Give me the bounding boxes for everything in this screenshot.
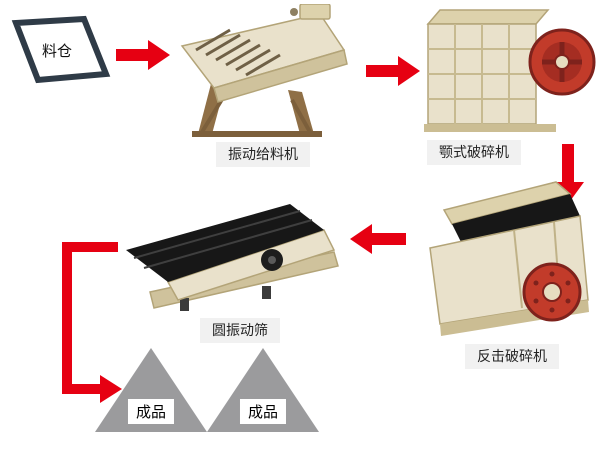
arrow-right-feeder-to-jaw-icon (366, 56, 420, 86)
arrow-right-hopper-to-feeder-icon (116, 40, 170, 70)
hopper-node: 料仓 (6, 14, 116, 92)
vibrating-feeder-illustration (180, 4, 348, 137)
jaw-crusher-illustration (424, 9, 596, 132)
product-node-left: 成品 (95, 348, 207, 432)
vibrating-screen-illustration (126, 204, 339, 311)
feeder-label: 振动给料机 (216, 142, 310, 167)
product-node-right: 成品 (207, 348, 319, 432)
hopper-icon (11, 15, 111, 84)
jaw-crusher-label: 颚式破碎机 (427, 140, 521, 165)
arrow-left-impact-to-screen-icon (350, 224, 406, 254)
hopper-label: 料仓 (42, 43, 73, 60)
product-left-label: 成品 (127, 399, 175, 424)
screen-label: 圆振动筛 (200, 318, 280, 343)
arrow-elbow-screen-to-products-icon (62, 242, 122, 403)
impact-crusher-illustration (429, 181, 589, 336)
product-right-label: 成品 (239, 399, 287, 424)
impact-crusher-label: 反击破碎机 (465, 344, 559, 369)
